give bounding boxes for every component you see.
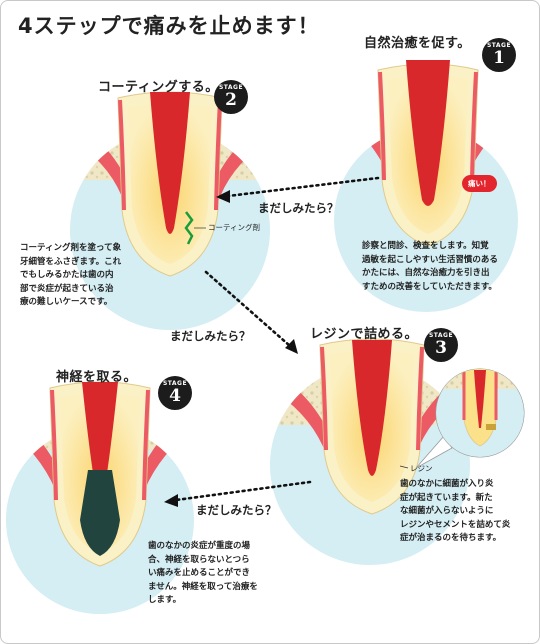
stage1-body-line: 診察と問診、検査をします。知覚 — [362, 241, 489, 251]
stage4-body-line: い痛みを止めることができ — [148, 568, 251, 578]
stage2-badge: STAGE 2 — [214, 80, 248, 114]
resin-callout: レジン — [410, 464, 433, 473]
stage3-heading: レジンで詰める。 — [310, 327, 419, 342]
stage4-body: 歯のなかの炎症が重度の場 合、神経を取らないとつら い痛みを止めることができ ま… — [148, 540, 298, 608]
stage2-pulp — [150, 92, 190, 234]
stage2-badge-word: STAGE — [218, 84, 244, 91]
arrow-1-to-2 — [226, 176, 380, 198]
stage1-pain-badge: 痛い！ — [462, 175, 497, 192]
stage4-heading: 神経を取る。 — [56, 370, 138, 385]
stage2-body: コーティング剤を塗って象 牙細管をふさぎます。これ でもしみるかたは歯の内 部で… — [20, 242, 160, 310]
stage2-badge-number: 2 — [225, 90, 237, 110]
stage3-body-line: 症が治まるのを待ちます。 — [400, 533, 502, 543]
stage3-badge-number: 3 — [435, 338, 447, 358]
stage1-badge: STAGE 1 — [482, 38, 516, 72]
stage3-body-line: 歯のなかに細菌が入り炎 — [400, 479, 494, 489]
stage3-body-line: 症が起きています。新た — [400, 492, 493, 503]
stage3-body: 歯のなかに細菌が入り炎 症が起きています。新た な細菌が入らないように レジンや… — [400, 478, 536, 546]
stage3-body-line: レジンやセメントを詰めて炎 — [400, 519, 511, 530]
stage1-heading: 自然治癒を促す。 — [364, 36, 471, 51]
stage3-inset — [415, 368, 525, 469]
stage4-badge-number: 4 — [169, 386, 181, 406]
stage2-body-line: 療の難しいケースです。 — [20, 297, 113, 307]
stage4-badge: STAGE 4 — [158, 376, 192, 410]
arrow-3-to-4 — [174, 480, 312, 502]
stage1-pulp — [406, 60, 450, 206]
stage2-heading: コーティングする。 — [98, 80, 219, 95]
stage3-badge: STAGE 3 — [424, 328, 458, 362]
stage4-badge-word: STAGE — [162, 380, 188, 387]
coating-callout: コーティング剤 — [208, 223, 261, 232]
stage4-body-line: します。 — [148, 595, 182, 605]
stage1-badge-number: 1 — [493, 48, 505, 68]
stage4-body-line: 合、神経を取らないとつら — [148, 554, 250, 565]
stage3-badge-word: STAGE — [428, 332, 454, 339]
stage4-body-line: ません。神経を取って治療を — [148, 581, 258, 592]
coating-marker — [184, 211, 194, 245]
stage4-nerve-fill — [80, 470, 120, 556]
question-label-1: まだしみたら？ — [258, 201, 339, 215]
stage3-body-line: な細菌が入らないように — [400, 506, 494, 516]
stage1-badge-word: STAGE — [486, 42, 512, 49]
stage4-body-line: 歯のなかの炎症が重度の場 — [148, 541, 251, 551]
stage2-body-line: 部で炎症が起きている治 — [20, 283, 114, 294]
stage4-pulp — [82, 382, 118, 480]
stage1-body-line: すための改善をしていただきます。 — [362, 281, 497, 292]
stage2-body-line: 牙細管をふさぎます。これ — [20, 256, 122, 267]
stage3-pulp — [352, 340, 392, 476]
stage2-body-line: コーティング剤を塗って象 — [20, 243, 122, 253]
page-title: 4ステップで痛みを止めます！ — [18, 14, 320, 38]
stage1-body-line: 過敏を起こしやすい生活習慣のある — [362, 254, 498, 265]
stage2-body-line: でもしみるかたは歯の内 — [20, 270, 114, 280]
stage1-body: 診察と問診、検査をします。知覚 過敏を起こしやすい生活習慣のある かたには、自然… — [362, 240, 532, 294]
question-label-3: まだしみたら？ — [196, 503, 277, 517]
stage1-body-line: かたには、自然な治癒力を引き出 — [362, 268, 490, 278]
arrow-2-to-3 — [204, 270, 292, 348]
question-label-2: まだしみたら？ — [170, 329, 251, 343]
